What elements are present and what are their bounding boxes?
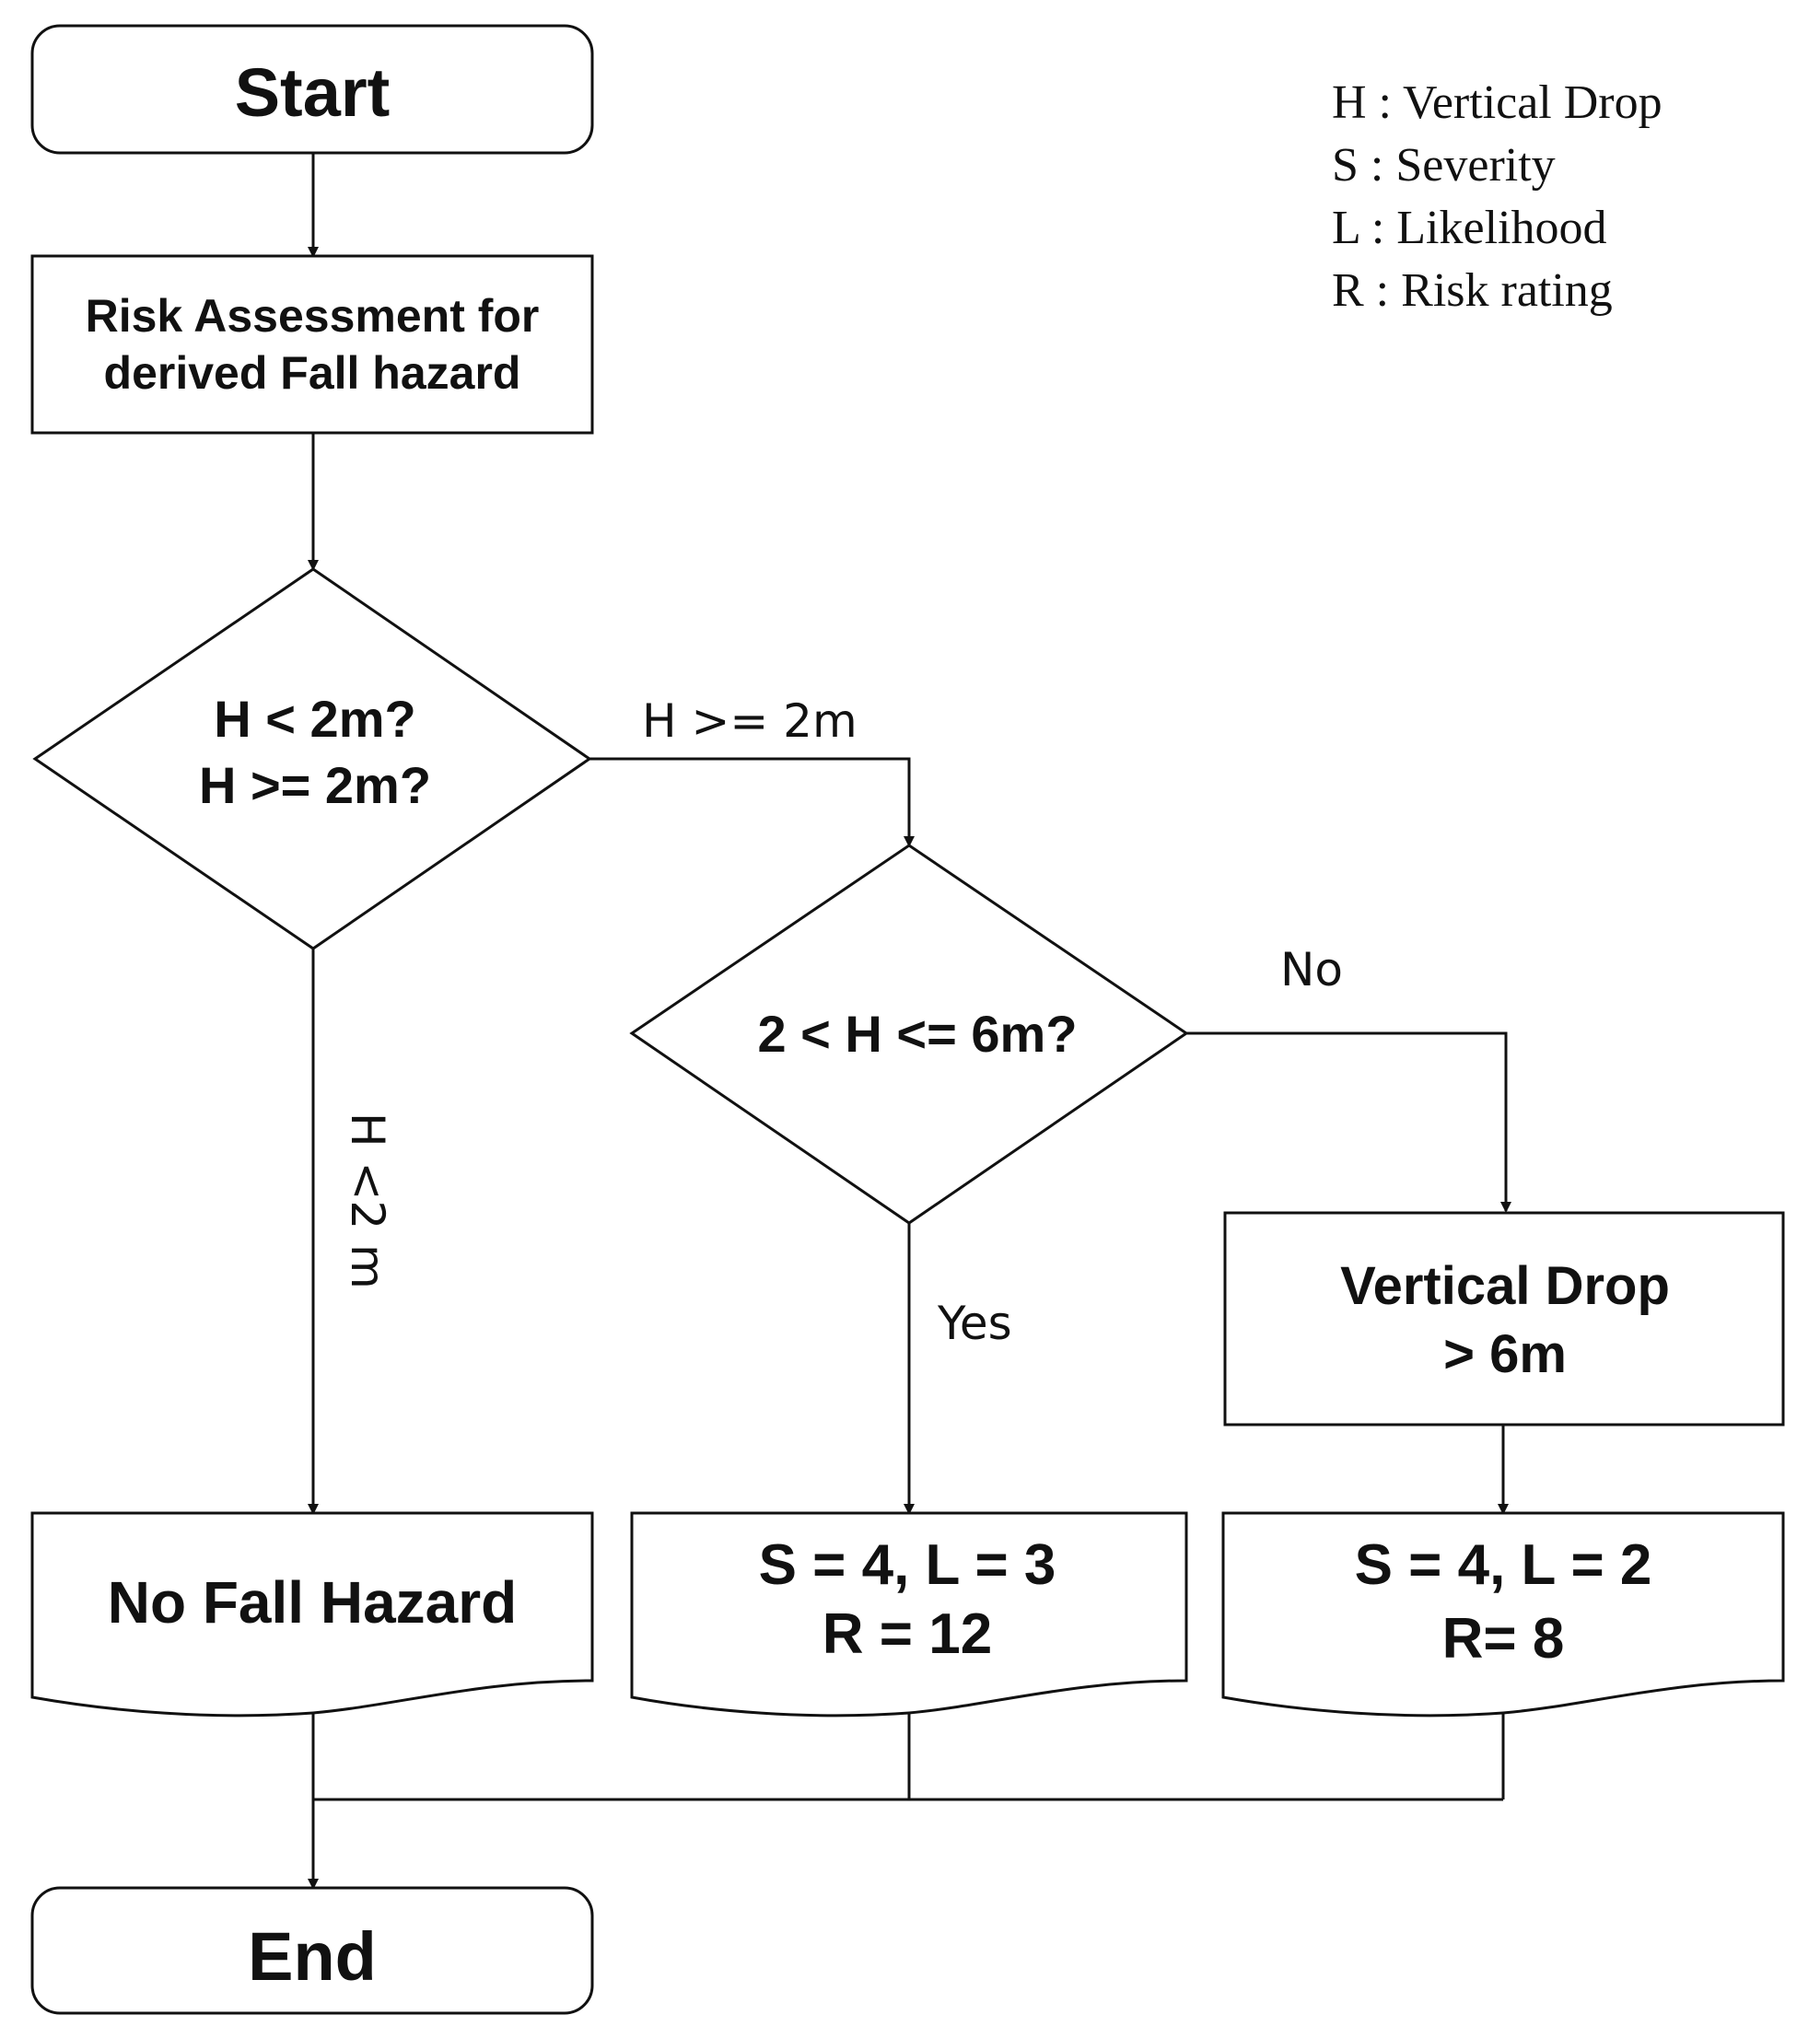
edge-label-lt2: H <2 m xyxy=(341,1112,394,1289)
result-mid-line2: R = 12 xyxy=(822,1602,992,1666)
assessment-box xyxy=(30,254,594,435)
result-right-line1: S = 4, L = 2 xyxy=(1355,1533,1652,1597)
legend-severity: S : Severity xyxy=(1332,139,1556,192)
legend: H : Vertical Drop S : Severity L : Likel… xyxy=(1332,76,1662,317)
end-terminal xyxy=(30,1886,594,2015)
decision1-line1: H < 2m? xyxy=(214,690,415,748)
edge-labels: H >= 2m No Yes H <2 m xyxy=(341,694,1343,1350)
legend-vertical-drop: H : Vertical Drop xyxy=(1332,76,1662,129)
node-texts: Start Risk Assessment for derived Fall h… xyxy=(86,54,1670,1995)
start-terminal xyxy=(30,24,594,155)
decision1-line2: H >= 2m? xyxy=(199,756,431,814)
start-label: Start xyxy=(235,54,391,131)
edge-label-ge2: H >= 2m xyxy=(642,694,858,748)
edge-label-no: No xyxy=(1280,943,1343,996)
decision2-label: 2 < H <= 6m? xyxy=(757,1005,1077,1063)
legend-risk-rating: R : Risk rating xyxy=(1332,264,1613,317)
legend-likelihood: L : Likelihood xyxy=(1332,202,1606,254)
connectors xyxy=(308,153,1511,1890)
edge-label-yes: Yes xyxy=(937,1297,1012,1350)
decision2-diamond xyxy=(629,844,1189,1225)
nodes xyxy=(30,24,1785,2015)
assessment-line2: derived Fall hazard xyxy=(104,347,521,399)
decision1-diamond xyxy=(32,567,592,950)
arrow-decision1-to-decision2 xyxy=(589,757,915,847)
vertical-drop-box xyxy=(1223,1211,1785,1427)
no-fall-label: No Fall Hazard xyxy=(108,1569,518,1636)
result-right-document xyxy=(1221,1511,1785,1718)
assessment-line1: Risk Assessment for xyxy=(86,290,540,342)
end-label: End xyxy=(248,1918,377,1995)
no-fall-document xyxy=(30,1511,594,1718)
arrow-decision2-to-vertical-drop xyxy=(1186,1031,1511,1213)
result-mid-document xyxy=(630,1511,1188,1718)
result-right-line2: R= 8 xyxy=(1442,1607,1565,1671)
vertical-drop-line1: Vertical Drop xyxy=(1340,1256,1670,1316)
vertical-drop-line2: > 6m xyxy=(1443,1324,1567,1384)
result-mid-line1: S = 4, L = 3 xyxy=(759,1533,1056,1597)
